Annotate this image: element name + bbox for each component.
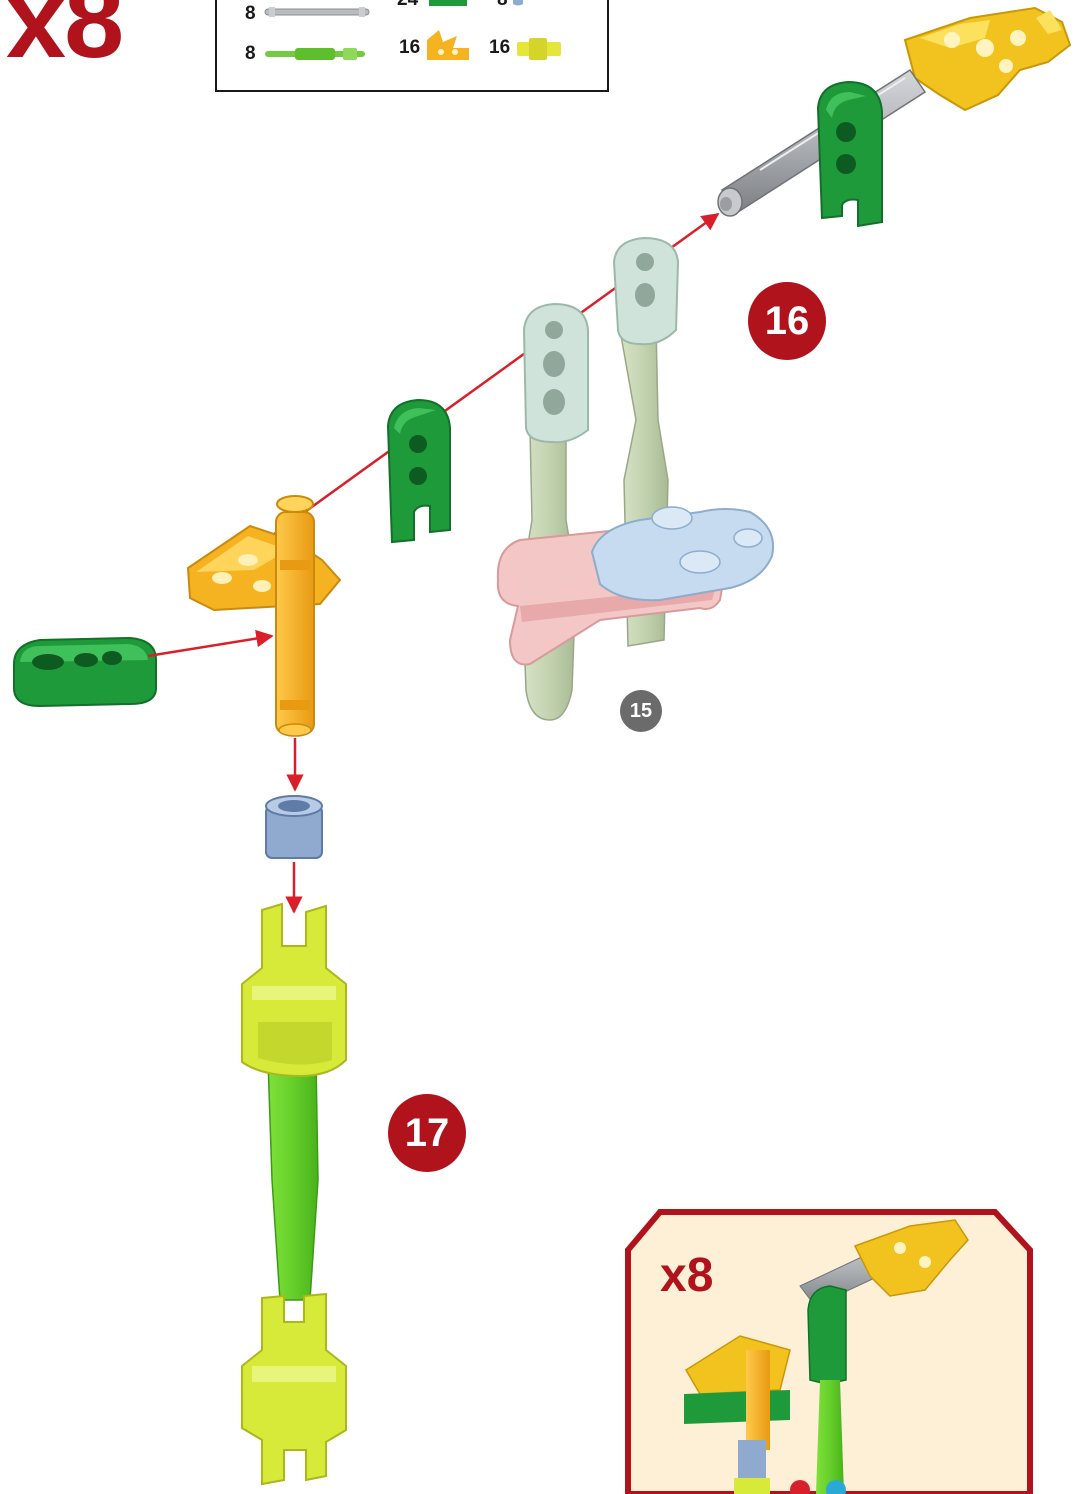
step-15-badge: 15 [620,690,662,732]
green-connector-top [818,82,882,226]
green-flat-connector [14,638,156,706]
yellow-connector-top [905,8,1070,110]
orange-connector [188,496,340,736]
result-multiplier: x8 [660,1252,713,1300]
blue-spacer [266,796,322,858]
green-connector-middle [388,400,450,542]
insert-arrow-flat [148,636,272,656]
step-16-badge: 16 [748,282,826,360]
pale-assembly [498,238,773,720]
step-17-badge: 17 [388,1094,466,1172]
green-rod-assembly [242,904,346,1484]
